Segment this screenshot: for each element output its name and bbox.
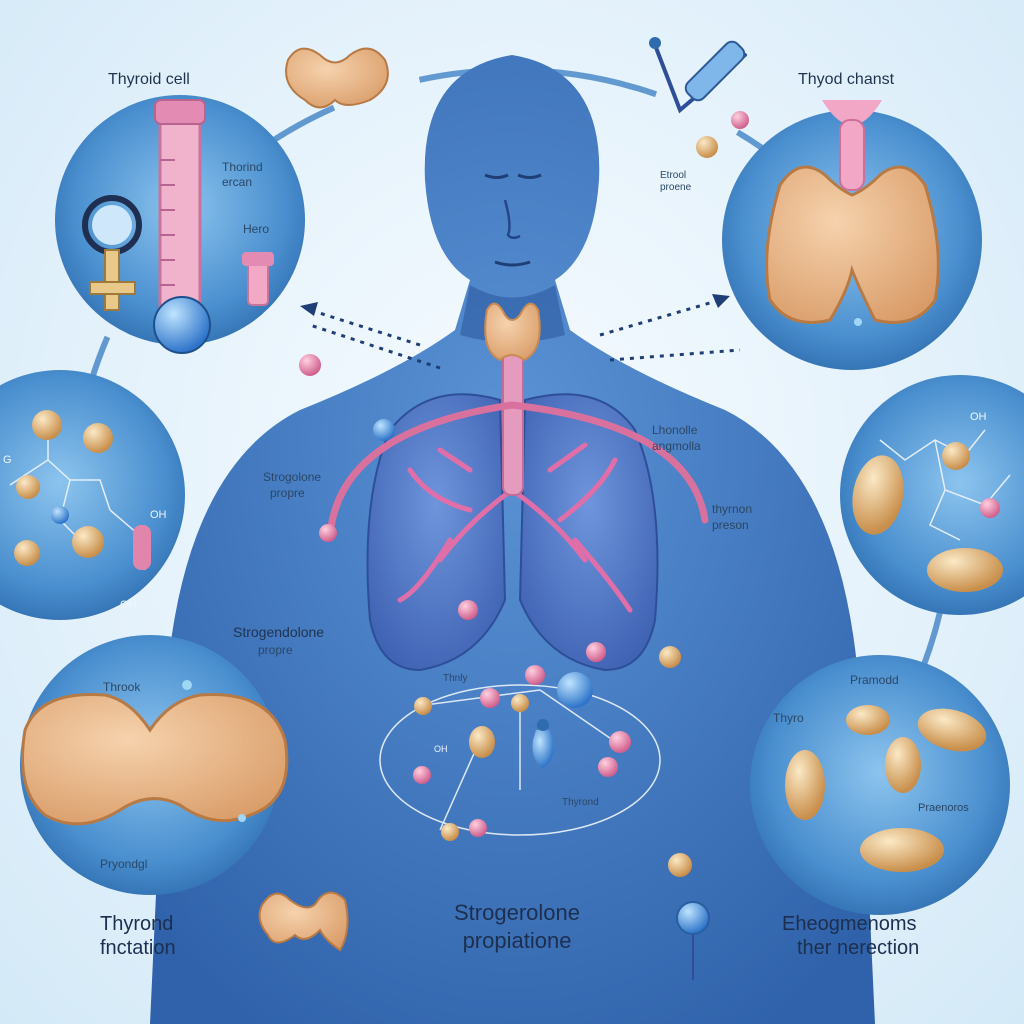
label-g-left: G: [3, 454, 12, 466]
label-oh-left: OH: [150, 509, 167, 521]
label-thyrnon-1: thyrnon: [712, 502, 753, 516]
label-thyod-chanst: Thyod chanst: [798, 71, 895, 88]
thyroid-gland-circle: [722, 100, 982, 370]
label-strogendolone-2: propre: [258, 643, 293, 657]
label-hero: Hero: [243, 222, 270, 236]
label-throok: Throok: [103, 680, 141, 694]
float-ball-4: [238, 814, 246, 822]
body-molecules: [299, 354, 692, 877]
blood-vessel-arch: [326, 401, 709, 539]
arrow-head-left: [300, 302, 318, 316]
caption-center-line1: Strogerolone: [454, 900, 580, 925]
thyroid-cell-circle: [55, 95, 305, 354]
label-thorind-1: Thorind: [222, 160, 263, 174]
arrow-head-right: [712, 294, 730, 308]
caption-right-line2: ther nerection: [797, 937, 920, 959]
float-ball-3: [182, 680, 192, 690]
caption-left-line2: fnctation: [100, 937, 176, 959]
neck-thyroid: [484, 302, 541, 362]
lungs: [366, 357, 659, 672]
label-oh-center: OH: [434, 744, 448, 754]
label-oh-top: OH: [970, 411, 987, 423]
caption-center-line2: propiatione: [462, 928, 572, 953]
label-strogendolone-1: Strogendolone: [233, 624, 325, 640]
label-thyrnon-2: preson: [712, 518, 749, 532]
molecule-circle-right: [840, 375, 1024, 615]
label-strogolone-2: propre: [270, 486, 305, 500]
label-lhonolle-1: Lhonolle: [652, 423, 698, 437]
label-strogolone-1: Strogolone: [263, 470, 322, 484]
trachea: [502, 339, 524, 496]
label-pramodd: Pramodd: [850, 673, 899, 687]
pin-icon: [676, 901, 710, 980]
caption-left-line1: Thyrond: [100, 913, 174, 935]
label-thnly: Thnly: [443, 673, 468, 684]
label-thyrond-small: Thyrond: [562, 797, 599, 808]
pramodd-circle: [750, 655, 1010, 915]
pathway-arrows: [309, 298, 741, 370]
float-ball-2: [696, 136, 718, 158]
float-ball-1: [731, 111, 749, 129]
molecule-circle-left: [0, 370, 185, 620]
label-oh-left2: OH: [120, 599, 137, 611]
label-etrool-1: Etrool: [660, 170, 687, 181]
label-thyro: Thyro: [773, 711, 804, 725]
label-lhonolle-2: angmolla: [652, 439, 701, 453]
label-etrool-2: proene: [660, 182, 692, 193]
label-pryondgl: Pryondgl: [100, 857, 148, 871]
caption-right-line1: Eheogmenoms: [782, 913, 917, 935]
floating-gland-top: [285, 47, 389, 109]
label-thyroid-cell: Thyroid cell: [108, 71, 190, 88]
label-praenoros: Praenoros: [918, 802, 969, 814]
syringe-icon: [649, 37, 747, 114]
label-thorind-2: ercan: [222, 175, 253, 189]
floating-gland-bottom: [258, 891, 349, 952]
thyroid-gland-circle-left: [20, 635, 289, 895]
float-ball-5: [854, 318, 862, 326]
